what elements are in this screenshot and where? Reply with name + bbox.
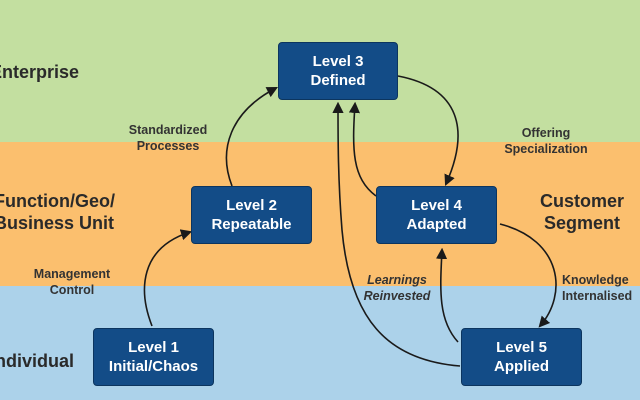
learnings-reinvested-line2: Reinvested [363,289,431,303]
standardized-processes-line1: Standardized [128,123,208,137]
learnings-reinvested-line1: Learnings [367,273,427,287]
customer-segment-label-line2: Segment [543,213,621,233]
individual-label: Individual [0,351,75,371]
level-4-node: Level 4 Adapted [376,186,497,244]
enterprise-label: Enterprise [0,62,80,82]
level-1-node: Level 1 Initial/Chaos [93,328,214,386]
level-3-title: Level 3 [312,53,364,70]
level-5-node: Level 5 Applied [461,328,582,386]
offering-specialization-label: Offering Specialization [488,125,604,157]
level-2-title: Level 2 [226,197,277,214]
customer-segment-label: Customer Segment [540,190,624,234]
business-unit-band [0,142,640,286]
business-unit-label-line1: Function/Geo/ [0,191,115,211]
level-4-subtitle: Adapted [406,216,467,233]
management-control-line2: Control [49,283,95,297]
standardized-processes-line2: Processes [136,139,200,153]
level-1-subtitle: Initial/Chaos [108,358,199,375]
business-unit-label: Function/Geo/ Business Unit [0,190,115,234]
level-5-subtitle: Applied [494,358,549,375]
management-control-line1: Management [33,267,111,281]
standardized-processes-label: Standardized Processes [112,122,224,154]
level-2-node: Level 2 Repeatable [191,186,312,244]
business-unit-label-line2: Business Unit [0,213,115,233]
knowledge-internalised-line2: Internalised [562,289,633,303]
knowledge-internalised-label: Knowledge Internalised [562,272,640,304]
level-2-subtitle: Repeatable [211,216,292,233]
arrow-level1-to-level2 [143,229,193,327]
arrow-level3-to-level4 [397,75,459,187]
arrow-level2-to-level3 [225,86,278,187]
arrow-level4-to-level5 [499,223,557,328]
arrow-level5-to-level3 [332,101,461,367]
customer-segment-label-line1: Customer [540,191,625,211]
arrow-level4-to-level3 [348,101,377,197]
offering-specialization-line1: Offering [521,126,571,140]
knowledge-internalised-line1: Knowledge [562,273,629,287]
level-4-title: Level 4 [411,197,462,214]
arrow-level5-to-level4 [435,247,459,343]
offering-specialization-line2: Specialization [504,142,588,156]
learnings-reinvested-label: Learnings Reinvested [348,272,446,304]
level-3-node: Level 3 Defined [278,42,398,100]
management-control-label: Management Control [18,266,126,298]
level-1-title: Level 1 [128,339,179,356]
level-3-subtitle: Defined [310,72,366,89]
level-5-title: Level 5 [496,339,547,356]
